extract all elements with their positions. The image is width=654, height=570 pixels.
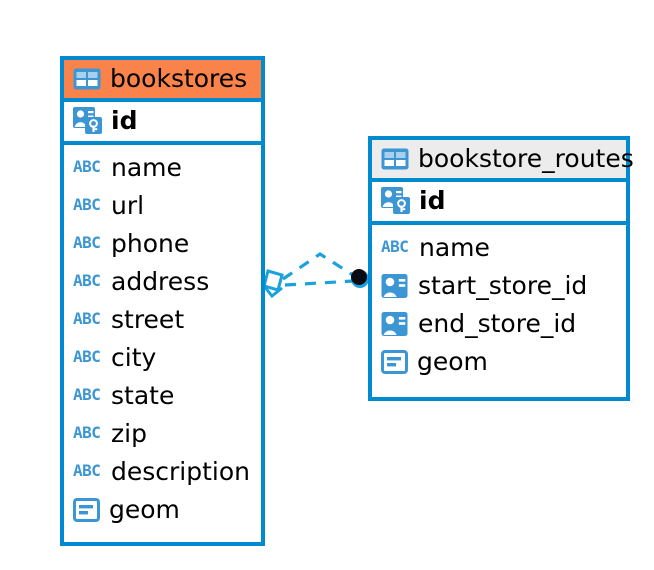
table-grid-icon [381,148,409,170]
entity-header-bookstore-routes[interactable]: bookstore_routes [372,140,634,182]
field-row-city[interactable]: ABC city [73,339,253,377]
entity-table-bookstores[interactable]: bookstores id [60,56,265,546]
field-row-address[interactable]: ABC address [73,263,253,301]
geometry-icon [381,349,408,374]
abc-text-icon: ABC [73,156,101,176]
abc-text-icon: ABC [73,308,101,328]
abc-text-icon: ABC [73,422,101,442]
primary-key-row-bookstores[interactable]: id [64,102,261,145]
abc-text-icon: ABC [73,384,101,404]
field-row-name[interactable]: ABC name [381,229,618,267]
field-label: geom [417,346,488,376]
relationship-line-arc [282,252,357,281]
relationship-line-straight [284,279,355,287]
field-row-end-store-id[interactable]: end_store_id [381,305,618,343]
abc-text-icon: ABC [381,236,409,256]
field-label: description [111,456,251,486]
primary-key-label-bookstore-routes: id [419,185,446,215]
field-row-url[interactable]: ABC url [73,187,253,225]
field-label: url [111,190,145,220]
primary-key-card-icon [381,186,411,215]
geometry-icon [73,497,100,522]
primary-key-label-bookstores: id [111,105,138,135]
foreign-key-card-icon [381,273,409,299]
relationship-circle-endpoint [351,269,369,288]
field-row-street[interactable]: ABC street [73,301,253,339]
abc-text-icon: ABC [73,346,101,366]
abc-text-icon: ABC [73,232,101,252]
entity-title-bookstore-routes: bookstore_routes [418,144,634,173]
primary-key-card-icon [73,106,103,135]
primary-key-row-bookstore-routes[interactable]: id [372,182,626,225]
field-row-geom[interactable]: geom [381,343,618,381]
field-label: start_store_id [418,270,588,300]
field-label: street [111,304,185,334]
entity-table-bookstore-routes[interactable]: bookstore_routes id [368,136,634,401]
field-label: name [111,152,182,182]
abc-text-icon: ABC [73,270,101,290]
field-label: zip [111,418,147,448]
field-label: end_store_id [418,308,577,338]
field-row-geom[interactable]: geom [73,491,253,529]
entity-title-bookstores: bookstores [110,64,248,93]
field-label: name [419,232,490,262]
field-row-state[interactable]: ABC state [73,377,253,415]
field-label: address [111,266,210,296]
field-label: phone [111,228,190,258]
field-label: city [111,342,157,372]
field-label: geom [109,494,180,524]
foreign-key-card-icon [381,311,409,337]
field-row-phone[interactable]: ABC phone [73,225,253,263]
relationship-diamond-endpoint [262,269,284,299]
field-list-bookstores: ABC name ABC url ABC phone ABC [64,145,261,533]
field-row-zip[interactable]: ABC zip [73,415,253,453]
field-row-description[interactable]: ABC description [73,453,253,491]
table-grid-icon [73,68,101,90]
field-label: state [111,380,175,410]
abc-text-icon: ABC [73,194,101,214]
field-list-bookstore-routes: ABC name start_store_id [372,225,626,385]
field-row-name[interactable]: ABC name [73,149,253,187]
entity-header-bookstores[interactable]: bookstores [64,60,261,102]
abc-text-icon: ABC [73,460,101,480]
field-row-start-store-id[interactable]: start_store_id [381,267,618,305]
